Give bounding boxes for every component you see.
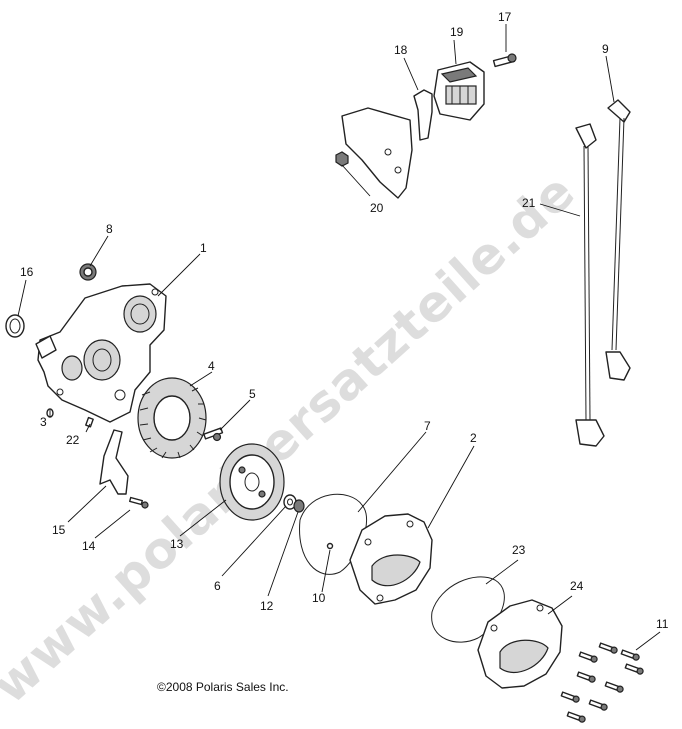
callout-21: 21 [522,196,536,210]
nut-part-12[interactable] [293,499,305,513]
callout-2: 2 [470,431,477,445]
nut-part-20[interactable] [335,151,349,167]
stator-part-4[interactable] [137,377,207,459]
dowel-part-10[interactable] [326,542,334,550]
stator-cover-part-2[interactable] [349,513,433,605]
flywheel-part-13[interactable] [219,443,285,521]
callout-15: 15 [52,523,66,537]
callout-12: 12 [260,599,274,613]
callout-20: 20 [370,201,384,215]
regulator-part-19[interactable] [433,61,485,121]
callout-18: 18 [394,43,408,57]
callout-11: 11 [656,617,669,631]
callout-3: 3 [40,415,47,429]
callout-16: 16 [20,265,34,279]
callout-7: 7 [424,419,431,433]
callout-23: 23 [512,543,526,557]
dowel-pin-part-22[interactable] [85,416,94,428]
callout-8: 8 [106,222,113,236]
callout-6: 6 [214,579,221,593]
leader-lines [17,24,661,651]
wire-bracket-part-15[interactable] [99,429,129,495]
callout-17: 17 [498,10,512,24]
bolt-part-5[interactable] [203,427,224,442]
bracket-part-18[interactable] [413,89,433,141]
callout-10: 10 [312,591,326,605]
callout-14: 14 [82,539,96,553]
outer-cover-part-24[interactable] [477,599,563,689]
screw-part-14[interactable] [128,496,149,509]
screws-part-11[interactable] [560,642,644,723]
gasket-part-23[interactable] [431,576,505,643]
callout-9: 9 [602,42,609,56]
callout-22: 22 [66,433,80,447]
copyright-notice: ©2008 Polaris Sales Inc. [157,680,289,694]
bearing-part-8[interactable] [79,263,97,281]
mounting-plate [341,107,413,199]
callouts: 1 2 3 4 5 6 7 8 9 10 11 12 13 14 15 16 1… [20,10,669,631]
callout-1: 1 [200,241,207,255]
spark-plug-wire-part-9[interactable] [605,99,631,381]
callout-24: 24 [570,579,584,593]
callout-13: 13 [170,537,184,551]
seal-part-16[interactable] [5,314,25,338]
spark-plug-wire-part-21[interactable] [575,123,605,447]
bolt-part-17[interactable] [492,53,517,68]
callout-4: 4 [208,359,215,373]
callout-5: 5 [249,387,256,401]
callout-19: 19 [450,25,464,39]
crankcase-cover-part-1[interactable] [35,283,167,423]
